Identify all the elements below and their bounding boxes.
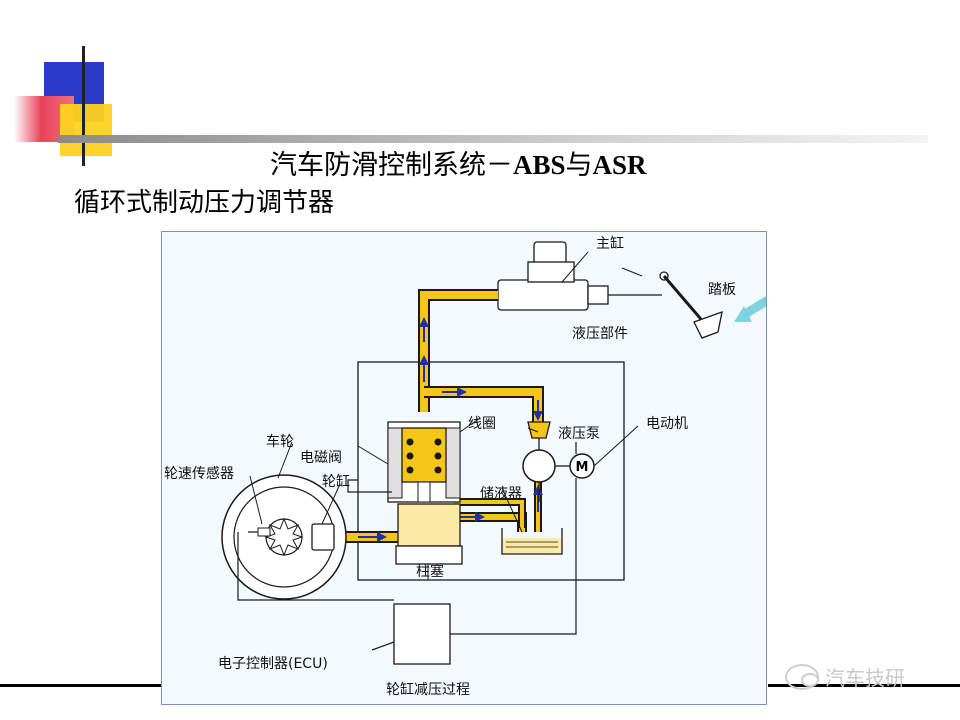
flow-arrows: [358, 317, 543, 542]
label-ecu: 电子控制器(ECU): [218, 656, 328, 672]
hydraulic-unit-outline: [357, 361, 625, 581]
watermark-text: 汽车技研: [825, 666, 905, 690]
title-asr: ASR: [592, 150, 647, 180]
wheel: [221, 474, 347, 600]
control-wires: [237, 442, 577, 651]
footer-line-right: [768, 684, 960, 687]
watermark: 汽车技研: [785, 662, 905, 691]
reservoir: [501, 528, 563, 555]
decor-yellow-square: [60, 104, 112, 156]
label-motor: 电动机: [646, 416, 688, 432]
electric-motor: M: [569, 425, 639, 479]
title-connector: 与: [565, 150, 593, 181]
leader-lines: [249, 267, 643, 580]
solenoid-valve: [387, 417, 481, 503]
plunger: [395, 503, 463, 576]
decor-vertical-line: [82, 46, 85, 166]
slide-subtitle: 循环式制动压力调节器: [74, 188, 335, 218]
hydraulic-pump: [522, 421, 570, 502]
wechat-icon: [785, 663, 819, 690]
abs-diagram-svg: M 主缸 踏板 液压部件: [164, 235, 766, 698]
label-pump: 液压泵: [558, 426, 600, 442]
brake-pedal: [659, 271, 723, 339]
label-wheel: 车轮: [266, 433, 294, 450]
motor-symbol: M: [576, 460, 589, 475]
label-coil: 线圈: [468, 416, 496, 432]
label-wheel-speed-sensor: 轮速传感器: [164, 465, 234, 482]
master-cylinder: [497, 241, 662, 311]
diagram-caption: 轮缸减压过程: [386, 681, 470, 698]
label-hydraulic-unit: 液压部件: [572, 326, 628, 342]
label-reservoir: 储液器: [480, 486, 522, 502]
footer-line-left: [0, 684, 162, 687]
label-pedal: 踏板: [708, 282, 736, 298]
label-plunger: 柱塞: [416, 563, 444, 580]
pedal-force-arrowhead: [734, 306, 752, 322]
ecu-box: [393, 603, 451, 665]
abs-diagram: M 主缸 踏板 液压部件: [161, 231, 767, 705]
label-master-cylinder: 主缸: [596, 235, 624, 252]
title-cn-part: 汽车防滑控制系统－: [270, 150, 513, 181]
label-solenoid-valve: 电磁阀: [300, 450, 342, 466]
title-abs: ABS: [513, 150, 566, 180]
decor-header-bar: [58, 135, 928, 143]
label-wheel-cylinder: 轮缸: [322, 473, 350, 490]
slide-title: 汽车防滑控制系统－ABS与ASR: [270, 143, 647, 182]
